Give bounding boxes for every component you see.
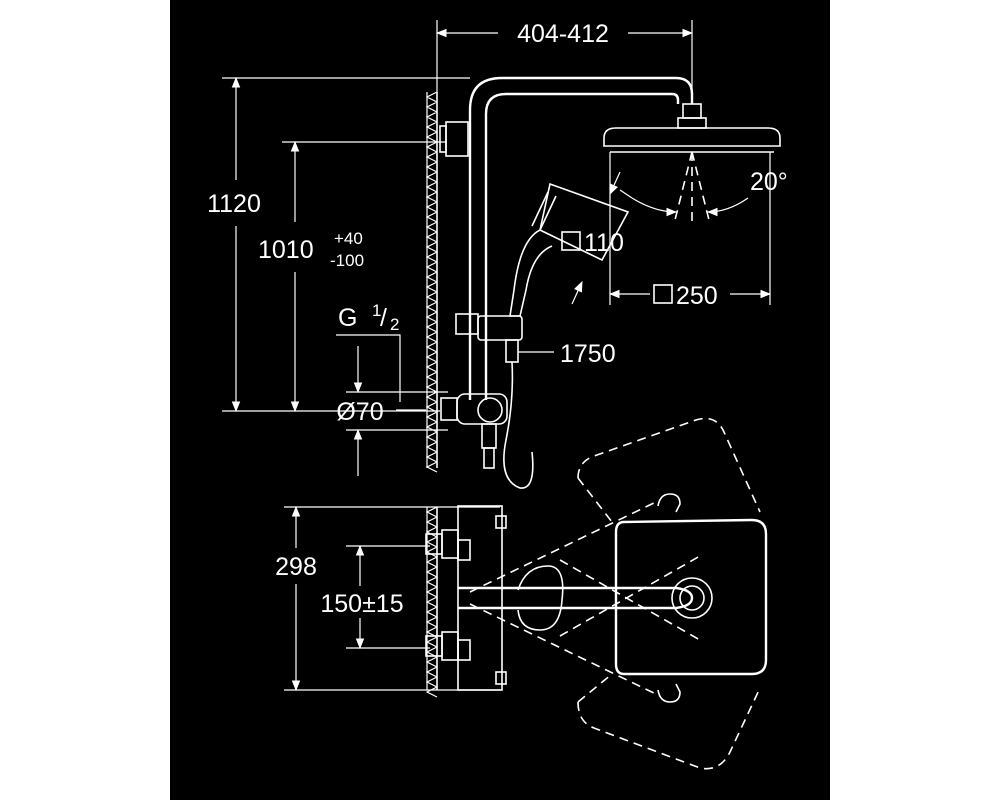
head-shower: [603, 103, 781, 225]
angle-label: 20°: [750, 168, 788, 196]
dim-mixer-spacing: 150±15: [320, 544, 430, 650]
drawing-panel: [170, 0, 830, 800]
width-arm-label: 404-412: [517, 20, 609, 48]
dim-width-arm: 404-412: [435, 20, 694, 100]
svg-text:/: /: [380, 304, 387, 332]
height-total-label: 1120: [207, 190, 261, 218]
thread-numerator: 1: [372, 301, 381, 320]
rosette-label: Ø70: [336, 398, 383, 426]
mixer-height-label: 298: [275, 553, 317, 581]
dim-thread: G 1 / 2: [336, 301, 401, 402]
dim-head-shower-size: 250: [608, 152, 772, 310]
mixer-spacing-label: 150±15: [320, 590, 403, 618]
thread-prefix: G: [338, 304, 357, 332]
shower-column: [439, 76, 694, 489]
dim-rosette: Ø70: [336, 346, 448, 476]
wall-lower: [425, 506, 438, 698]
dim-height-total: 1120: [207, 76, 470, 413]
thermostat-mixer: [425, 505, 507, 691]
wall-hatch-line: [425, 506, 438, 698]
hand-shower-size-label: 110: [584, 229, 624, 257]
dim-hand-shower-size: 110: [561, 171, 624, 305]
dim-mixer-height: 298: [275, 505, 500, 692]
dim-angle: 20°: [619, 168, 788, 217]
wall-upper: [425, 91, 438, 473]
height-adjust-minus: -100: [330, 251, 364, 270]
wall-hatch-line: [425, 91, 438, 473]
wall-hatching-lower: [425, 506, 438, 698]
head-shower-size-label: 250: [676, 282, 718, 310]
plan-view: [458, 417, 768, 770]
height-adjust-label: 1010: [258, 236, 314, 264]
dim-height-adjust: 1010 +40 -100: [258, 140, 446, 413]
dim-hose: 1750: [518, 340, 616, 368]
wall-hatching-upper: [425, 91, 438, 473]
height-adjust-plus: +40: [334, 229, 363, 248]
hand-shower: [509, 182, 630, 317]
hose-length-label: 1750: [560, 340, 616, 368]
thread-denominator: 2: [390, 315, 399, 334]
